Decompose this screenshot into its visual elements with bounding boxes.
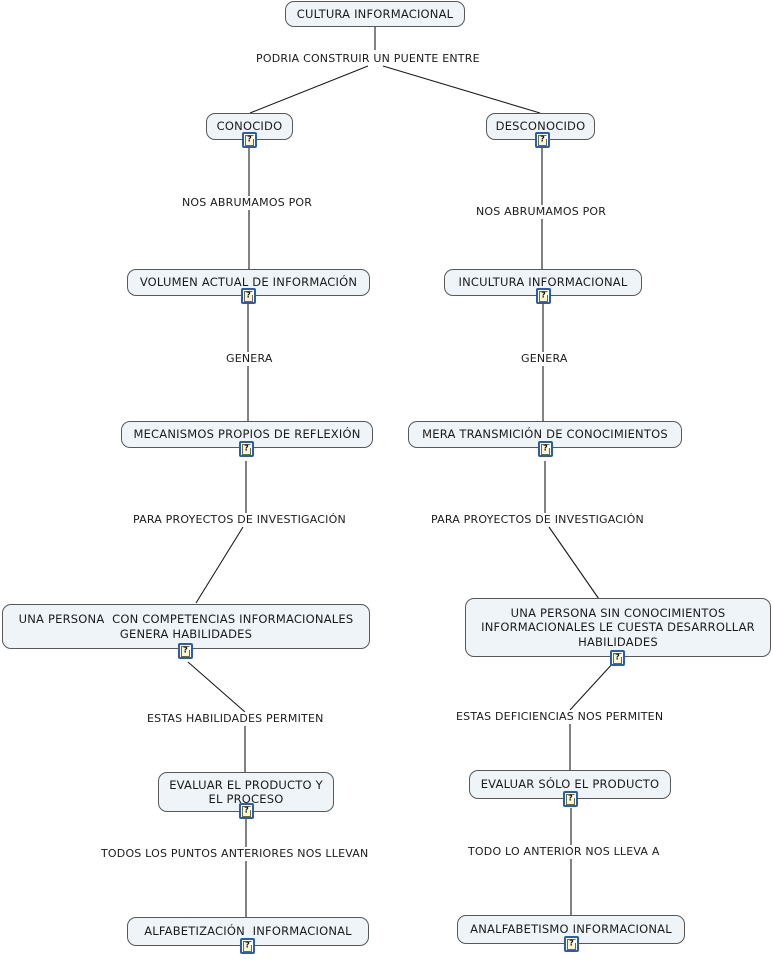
node-label: VOLUMEN ACTUAL DE INFORMACIÓN	[139, 275, 358, 290]
node-label: CONOCIDO	[216, 119, 283, 134]
sheet-shape: ?	[613, 652, 622, 664]
question-mark-glyph: ?	[245, 940, 250, 950]
sheet-shape: ?	[242, 443, 251, 455]
link-label-estas-habilidades: ESTAS HABILIDADES PERMITEN	[144, 712, 327, 725]
node-label: ANALFABETISMO INFORMACIONAL	[470, 922, 672, 937]
sheet-shape: ?	[566, 793, 575, 805]
link-label-para-proyectos-izquierda: PARA PROYECTOS DE INVESTIGACIÓN	[130, 513, 349, 526]
question-mark-glyph: ?	[568, 793, 573, 803]
node-label: UNA PERSONA SIN CONOCIMIENTOS INFORMACIO…	[481, 605, 755, 649]
link-label-genera-izquierda: GENERA	[223, 352, 276, 365]
question-mark-glyph: ?	[543, 443, 548, 453]
sheet-shape: ?	[244, 290, 253, 302]
question-document-icon[interactable]: ?	[239, 441, 254, 457]
question-document-icon[interactable]: ?	[563, 791, 578, 807]
question-document-icon[interactable]: ?	[536, 288, 551, 304]
question-mark-glyph: ?	[541, 290, 546, 300]
node-label: EVALUAR EL PRODUCTO Y EL PROCESO	[169, 777, 323, 807]
node-label: MERA TRANSMICIÓN DE CONOCIMIENTOS	[422, 427, 668, 442]
question-document-icon[interactable]: ?	[242, 132, 257, 148]
link-label-podria-construir: PODRIA CONSTRUIR UN PUENTE ENTRE	[253, 52, 483, 65]
question-mark-glyph: ?	[615, 652, 620, 662]
link-persona-sin-to-label	[569, 661, 615, 711]
sheet-shape: ?	[538, 134, 547, 146]
question-document-icon[interactable]: ?	[241, 288, 256, 304]
node-incultura-informacional[interactable]: INCULTURA INFORMACIONAL	[444, 269, 642, 296]
node-label: EVALUAR SÓLO EL PRODUCTO	[480, 777, 660, 792]
link-label-para-proyectos-derecha: PARA PROYECTOS DE INVESTIGACIÓN	[428, 513, 647, 526]
question-document-icon[interactable]: ?	[239, 803, 254, 819]
question-document-icon[interactable]: ?	[535, 132, 550, 148]
question-document-icon[interactable]: ?	[610, 650, 625, 666]
question-mark-glyph: ?	[244, 805, 249, 815]
sheet-shape: ?	[243, 940, 252, 952]
node-persona-con-competencias[interactable]: UNA PERSONA CON COMPETENCIAS INFORMACION…	[2, 604, 370, 649]
question-mark-glyph: ?	[540, 134, 545, 144]
link-label-nos-abrumamos-derecha: NOS ABRUMAMOS POR	[473, 205, 610, 218]
sheet-shape: ?	[567, 938, 576, 950]
question-mark-glyph: ?	[183, 645, 188, 655]
question-mark-glyph: ?	[247, 134, 252, 144]
question-document-icon[interactable]: ?	[240, 938, 255, 954]
link-label-to-persona-con	[195, 526, 244, 604]
node-label: INCULTURA INFORMACIONAL	[458, 275, 628, 290]
link-root-to-conocido	[249, 65, 369, 114]
question-mark-glyph: ?	[244, 443, 249, 453]
question-document-icon[interactable]: ?	[178, 643, 193, 659]
node-label: MECANISMOS PROPIOS DE REFLEXIÓN	[133, 427, 361, 442]
question-mark-glyph: ?	[569, 938, 574, 948]
question-document-icon[interactable]: ?	[538, 441, 553, 457]
node-label: UNA PERSONA CON COMPETENCIAS INFORMACION…	[18, 612, 354, 641]
link-label-estas-deficiencias: ESTAS DEFICIENCIAS NOS PERMITEN	[453, 710, 667, 723]
link-label-to-persona-sin	[548, 526, 602, 603]
sheet-shape: ?	[181, 645, 190, 657]
sheet-shape: ?	[245, 134, 254, 146]
sheet-shape: ?	[541, 443, 550, 455]
node-persona-sin-conocimientos[interactable]: UNA PERSONA SIN CONOCIMIENTOS INFORMACIO…	[465, 598, 771, 657]
link-persona-con-to-label	[187, 661, 246, 713]
node-cultura-informacional[interactable]: CULTURA INFORMACIONAL	[285, 1, 465, 27]
link-label-genera-derecha: GENERA	[518, 352, 571, 365]
link-label-todos-los-puntos: TODOS LOS PUNTOS ANTERIORES NOS LLEVAN	[98, 847, 372, 860]
node-label: DESCONOCIDO	[495, 119, 586, 134]
node-label: CULTURA INFORMACIONAL	[296, 6, 454, 21]
link-label-todo-lo-anterior: TODO LO ANTERIOR NOS LLEVA A	[465, 845, 663, 858]
sheet-shape: ?	[539, 290, 548, 302]
sheet-shape: ?	[242, 805, 251, 817]
node-label: ALFABETIZACIÓN INFORMACIONAL	[144, 924, 352, 939]
question-document-icon[interactable]: ?	[564, 936, 579, 952]
question-mark-glyph: ?	[246, 290, 251, 300]
link-root-to-desconocido	[382, 65, 541, 114]
link-label-nos-abrumamos-izquierda: NOS ABRUMAMOS POR	[179, 196, 316, 209]
